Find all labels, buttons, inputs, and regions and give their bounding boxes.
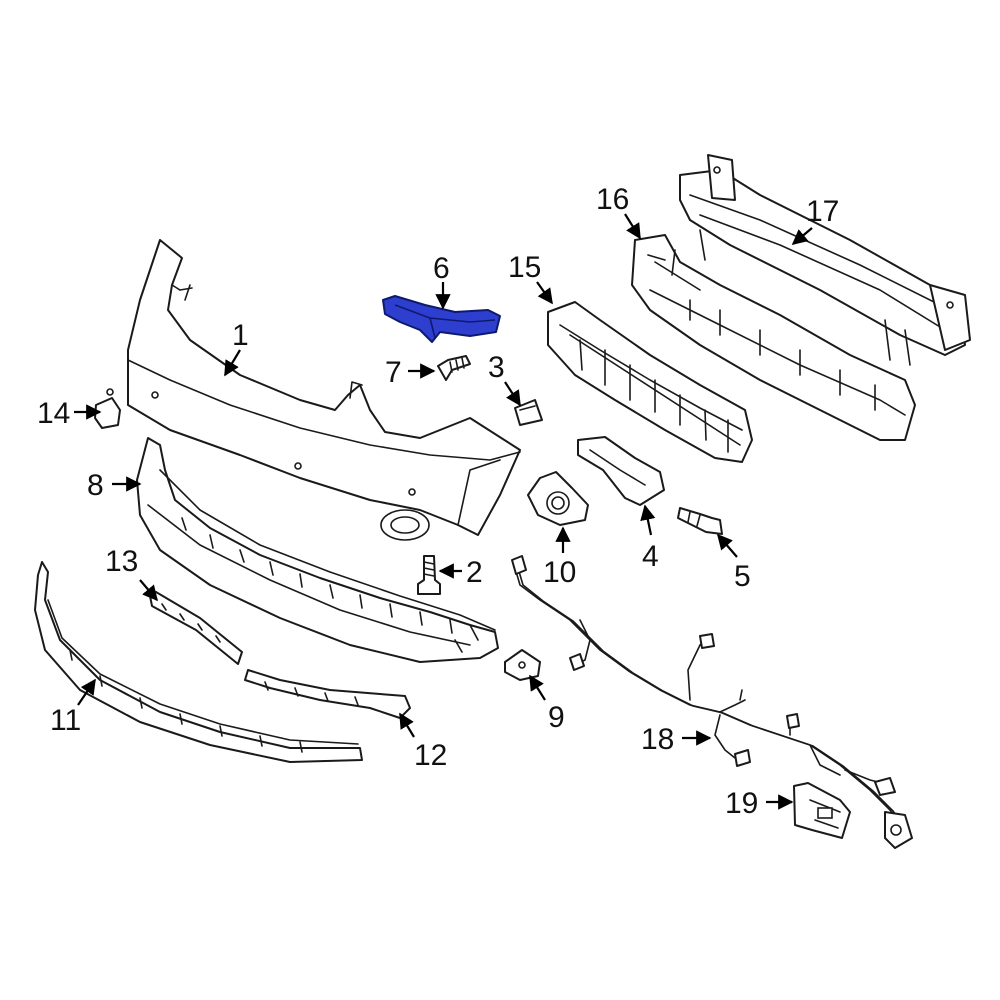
part-6-bracket-highlighted: [382, 295, 501, 343]
part-14-clip: [94, 388, 121, 429]
part-17-reinforcement-bar: [679, 154, 971, 366]
arrow-12: [399, 712, 415, 738]
part-12-lower-trim: [244, 669, 411, 719]
callout-labels: 1 2 3 4 5 6 7 8 9 10 11 12 13 14 15 16 1…: [37, 183, 839, 820]
callout-19: 19: [725, 787, 758, 820]
part-15-absorber-bracket: [547, 301, 753, 463]
callout-13: 13: [105, 545, 138, 578]
callout-4: 4: [642, 540, 659, 573]
part-7-screw: [437, 355, 471, 381]
part-18-wiring-harness: [511, 555, 913, 849]
callout-11: 11: [50, 704, 81, 737]
arrow-3: [504, 381, 521, 407]
callout-6: 6: [433, 252, 450, 285]
part-3-clip-nut: [514, 399, 543, 426]
part-4-side-bracket: [577, 436, 665, 506]
arrow-17: [791, 227, 813, 245]
arrow-1: [224, 349, 241, 377]
part-2-bolt: [417, 555, 441, 595]
callout-15: 15: [508, 251, 541, 284]
callout-2: 2: [466, 556, 483, 589]
arrow-5: [716, 533, 738, 558]
part-19-module: [793, 782, 851, 839]
callout-18: 18: [641, 723, 674, 756]
callout-9: 9: [548, 701, 565, 734]
callout-3: 3: [488, 351, 505, 384]
arrow-16: [624, 213, 641, 240]
callout-10: 10: [543, 556, 576, 589]
part-11-lower-lip: [34, 561, 363, 763]
arrow-15: [536, 281, 553, 305]
callout-14: 14: [37, 397, 70, 430]
arrow-9: [529, 674, 546, 701]
callout-8: 8: [87, 469, 104, 502]
part-8-lower-valance: [136, 437, 499, 663]
leader-arrows: [74, 213, 813, 810]
part-16-energy-absorber: [631, 234, 916, 441]
part-5-bolt: [677, 507, 723, 535]
arrow-4: [640, 504, 656, 536]
part-13-trim-strip: [149, 591, 243, 665]
callout-17: 17: [806, 195, 839, 228]
arrow-13: [139, 579, 158, 602]
callout-5: 5: [734, 560, 751, 593]
callout-1: 1: [232, 319, 249, 352]
part-9-retainer: [504, 649, 541, 681]
callout-7: 7: [385, 356, 402, 389]
part-1-bumper-cover: [127, 239, 521, 541]
arrow-11: [77, 678, 96, 706]
part-10-sensor-bracket: [527, 471, 589, 526]
callout-16: 16: [596, 183, 629, 216]
callout-12: 12: [414, 739, 447, 772]
